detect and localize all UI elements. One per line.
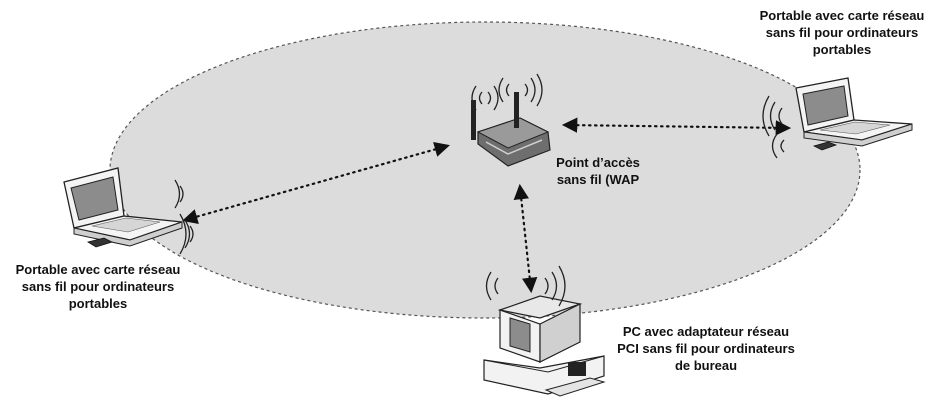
link-ap-right-laptop (561, 117, 792, 136)
label-line: PCI sans fil pour ordinateurs (617, 341, 795, 356)
label-line: Point d’accès (556, 155, 640, 170)
label-line: Portable avec carte réseau (16, 262, 181, 277)
network-card-icon (812, 141, 838, 151)
wireless-signal-icon (485, 265, 566, 307)
wireless-signal-icon (174, 179, 194, 255)
label-desktop: PC avec adaptateur réseau PCI sans fil p… (617, 324, 795, 373)
label-line: Portable avec carte réseau (760, 8, 925, 23)
label-line: sans fil pour ordinateurs (766, 25, 918, 40)
label-laptop-left: Portable avec carte réseau sans fil pour… (16, 262, 181, 311)
label-line: portables (813, 42, 872, 57)
network-card-icon (86, 237, 114, 248)
wireless-signal-icon (471, 73, 543, 111)
link-ap-desktop (513, 183, 538, 294)
label-line: sans fil pour ordinateurs (22, 279, 174, 294)
coverage-area (109, 21, 861, 319)
laptop-icon (795, 77, 913, 147)
label-line: PC avec adaptateur réseau (623, 324, 789, 339)
access-point-icon (471, 92, 551, 167)
wireless-signal-icon (762, 95, 785, 159)
label-line: de bureau (675, 358, 737, 373)
label-line: sans fil (WAP (557, 172, 640, 187)
label-laptop-top-right: Portable avec carte réseau sans fil pour… (760, 8, 925, 57)
desktop-pc-icon (483, 295, 606, 397)
laptop-icon (63, 167, 183, 247)
label-access-point: Point d’accès sans fil (WAP (556, 155, 640, 187)
label-line: portables (69, 296, 128, 311)
